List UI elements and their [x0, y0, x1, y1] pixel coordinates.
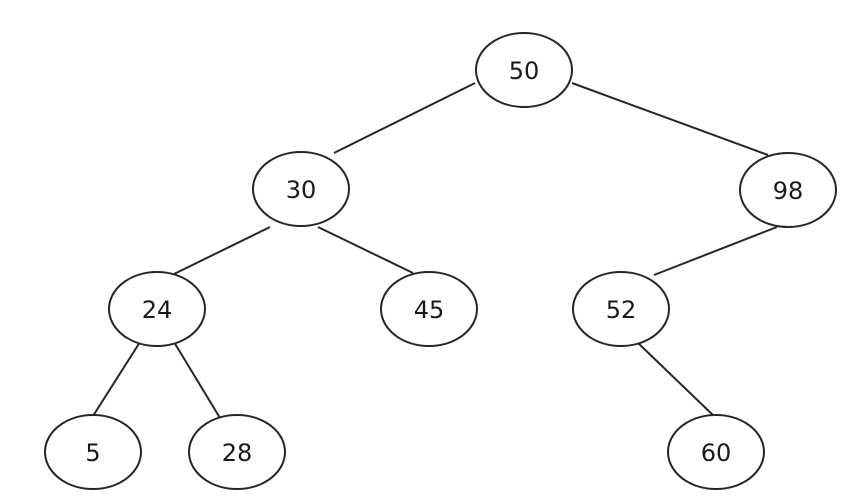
node-label: 60 [701, 439, 732, 467]
tree-node: 60 [667, 414, 765, 490]
edge-50-98 [571, 82, 769, 156]
tree-edges [92, 82, 778, 419]
node-ellipse [252, 151, 350, 227]
tree-nodes: 50 30 98 24 45 52 5 28 [44, 32, 837, 490]
node-ellipse [44, 414, 142, 490]
edge-98-52 [653, 226, 778, 276]
edge-24-5 [92, 341, 141, 417]
node-ellipse [108, 271, 206, 347]
node-ellipse [572, 271, 670, 347]
edge-30-45 [317, 226, 414, 274]
node-ellipse [188, 414, 286, 490]
node-label: 5 [85, 439, 100, 467]
tree-node: 30 [252, 151, 350, 227]
edge-30-24 [171, 226, 271, 276]
tree-node: 28 [188, 414, 286, 490]
edge-24-28 [173, 341, 221, 419]
tree-node: 45 [380, 271, 478, 347]
node-label: 45 [414, 296, 445, 324]
node-label: 98 [773, 177, 804, 205]
edge-50-30 [333, 82, 476, 154]
node-label: 28 [222, 439, 253, 467]
node-label: 24 [142, 296, 173, 324]
node-ellipse [739, 152, 837, 228]
node-ellipse [475, 32, 573, 108]
node-label: 30 [286, 176, 317, 204]
node-ellipse [380, 271, 478, 347]
node-ellipse [667, 414, 765, 490]
tree-node: 52 [572, 271, 670, 347]
tree-node: 5 [44, 414, 142, 490]
tree-node: 24 [108, 271, 206, 347]
tree-node: 50 [475, 32, 573, 108]
tree-node: 98 [739, 152, 837, 228]
node-label: 50 [509, 57, 540, 85]
edge-52-60 [636, 341, 717, 419]
node-label: 52 [606, 296, 637, 324]
